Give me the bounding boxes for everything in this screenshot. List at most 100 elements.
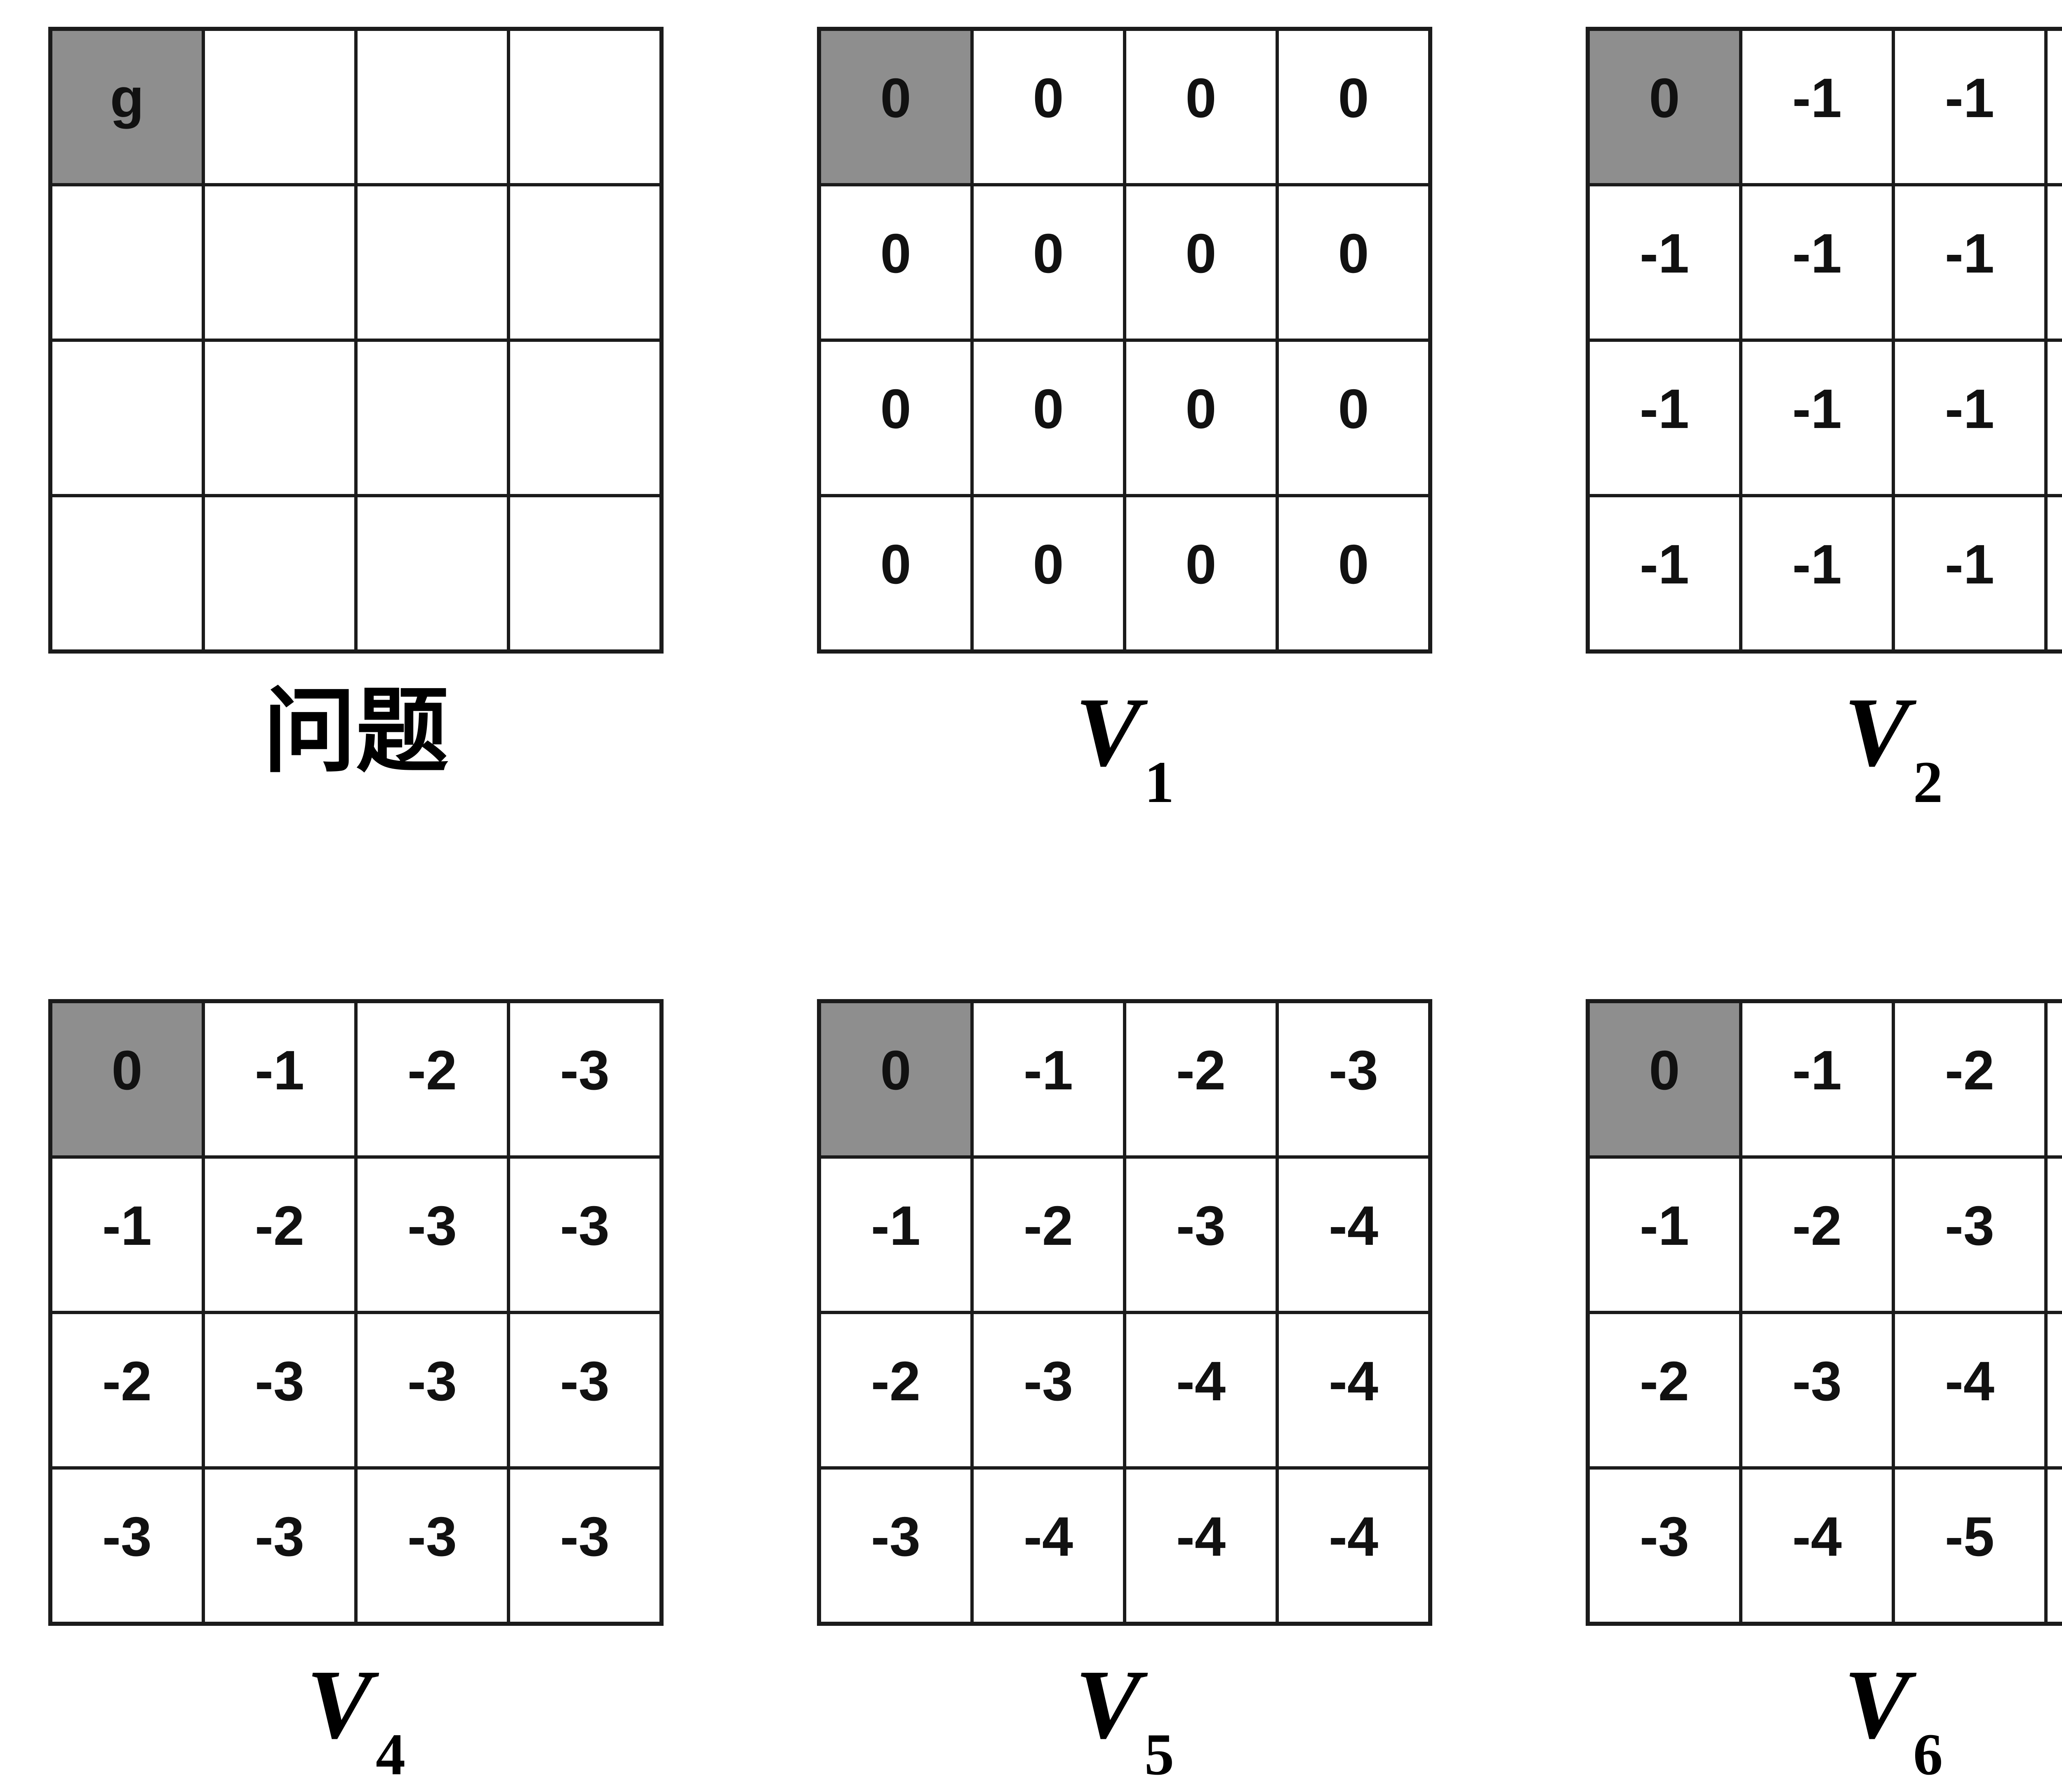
grid-cell: -1 bbox=[2048, 31, 2062, 183]
cell-value: -3 bbox=[560, 1039, 610, 1101]
grid-cell: -3 bbox=[205, 1470, 354, 1622]
cell-value: 0 bbox=[880, 67, 911, 129]
grid-cell bbox=[510, 497, 659, 649]
grid-cell bbox=[205, 186, 354, 339]
grid-cell: -1 bbox=[2048, 186, 2062, 339]
grid-cell bbox=[205, 31, 354, 183]
cell-value: 0 bbox=[1185, 533, 1217, 595]
v2-symbol: V bbox=[1843, 677, 1910, 787]
cell-value: 0 bbox=[1033, 67, 1064, 129]
cell-value: -2 bbox=[407, 1039, 457, 1101]
v6-symbol: V bbox=[1843, 1649, 1910, 1759]
grid-cell: -3 bbox=[510, 1314, 659, 1466]
grid-cell: -1 bbox=[1895, 186, 2044, 339]
grid-cell: -4 bbox=[1126, 1470, 1276, 1622]
cell-value: -3 bbox=[1023, 1350, 1073, 1412]
label-v5: V5 bbox=[817, 1651, 1432, 1787]
grid-cell bbox=[358, 31, 507, 183]
cell-value: 0 bbox=[1033, 378, 1064, 440]
cell-value: -2 bbox=[102, 1350, 152, 1412]
grid-cell: -5 bbox=[2048, 1314, 2062, 1466]
label-v4: V4 bbox=[48, 1649, 664, 1787]
grid-cell: -1 bbox=[1895, 342, 2044, 494]
grid-cell: -4 bbox=[1279, 1470, 1428, 1622]
cell-value: -3 bbox=[560, 1350, 610, 1412]
grid-cell bbox=[358, 186, 507, 339]
grid-cell: -3 bbox=[510, 1470, 659, 1622]
grid-cell bbox=[358, 497, 507, 649]
cell-value: -3 bbox=[102, 1505, 152, 1568]
cell-value: -4 bbox=[1023, 1505, 1073, 1568]
v4-subscript: 4 bbox=[376, 1722, 406, 1788]
grid-cell: -4 bbox=[1279, 1159, 1428, 1311]
grid-cell: -3 bbox=[1742, 1314, 1892, 1466]
grid-cell bbox=[510, 342, 659, 494]
cell-value: -1 bbox=[1792, 378, 1842, 440]
grid-cell: -2 bbox=[358, 1003, 507, 1155]
grid-cell: 0 bbox=[1126, 31, 1276, 183]
grid-cell: -2 bbox=[1590, 1314, 1739, 1466]
grid-cell: -3 bbox=[974, 1314, 1123, 1466]
grid-cell: -3 bbox=[821, 1470, 970, 1622]
v2-subscript: 2 bbox=[1913, 750, 1943, 816]
grid-cell: 0 bbox=[821, 186, 970, 339]
grid-cell bbox=[52, 497, 202, 649]
grid-cell: 0 bbox=[1126, 497, 1276, 649]
grid-cell: -3 bbox=[358, 1314, 507, 1466]
goal-cell: g bbox=[52, 31, 202, 183]
cell-value: -3 bbox=[560, 1505, 610, 1568]
goal-cell: 0 bbox=[821, 31, 970, 183]
grid-cell: -3 bbox=[1126, 1159, 1276, 1311]
grid-v5: 0-1-2-3-1-2-3-4-2-3-4-4-3-4-4-4 bbox=[817, 999, 1432, 1626]
cell-value: -2 bbox=[1792, 1195, 1842, 1257]
cell-value: -4 bbox=[1328, 1350, 1379, 1412]
cell-value: -1 bbox=[254, 1039, 305, 1101]
cell-value: -1 bbox=[871, 1195, 921, 1257]
grid-cell: -1 bbox=[1742, 497, 1892, 649]
grid-cell: -1 bbox=[1895, 31, 2044, 183]
cell-value: 0 bbox=[1033, 222, 1064, 285]
cell-value: -1 bbox=[1944, 67, 1995, 129]
grid-cell: -1 bbox=[821, 1159, 970, 1311]
grid-cell: 0 bbox=[821, 342, 970, 494]
goal-cell: 0 bbox=[1590, 1003, 1739, 1155]
cell-value: -1 bbox=[1792, 222, 1842, 285]
v1-subscript: 1 bbox=[1144, 750, 1175, 816]
figure-block-v5: 0-1-2-3-1-2-3-4-2-3-4-4-3-4-4-4 V5 bbox=[817, 999, 1432, 1787]
cell-value: -4 bbox=[1176, 1505, 1226, 1568]
cell-value: -3 bbox=[871, 1505, 921, 1568]
grid-cell: 0 bbox=[974, 31, 1123, 183]
cell-value: 0 bbox=[1185, 378, 1217, 440]
cell-value: -4 bbox=[1792, 1505, 1842, 1568]
cell-value: -3 bbox=[1639, 1505, 1690, 1568]
goal-cell: 0 bbox=[52, 1003, 202, 1155]
grid-cell: -3 bbox=[358, 1159, 507, 1311]
grid-cell: -2 bbox=[205, 1159, 354, 1311]
cell-value: -3 bbox=[1944, 1195, 1995, 1257]
grid-cell: -3 bbox=[1590, 1470, 1739, 1622]
cell-value: -1 bbox=[1639, 222, 1690, 285]
cell-value: -1 bbox=[1944, 222, 1995, 285]
cell-value: -5 bbox=[1944, 1505, 1995, 1568]
cell-value: 0 bbox=[880, 1039, 911, 1101]
grid-cell: -3 bbox=[1895, 1159, 2044, 1311]
cell-value: g bbox=[110, 67, 144, 129]
cell-value: 0 bbox=[1185, 222, 1217, 285]
grid-cell: -1 bbox=[205, 1003, 354, 1155]
grid-cell bbox=[52, 186, 202, 339]
figure-block-problem: g 问题 bbox=[48, 27, 664, 785]
grid-cell: 0 bbox=[974, 342, 1123, 494]
grid-cell: 0 bbox=[1126, 342, 1276, 494]
grid-cell: -1 bbox=[1590, 497, 1739, 649]
cell-value: -2 bbox=[1023, 1195, 1073, 1257]
grid-cell: -1 bbox=[1742, 31, 1892, 183]
cell-value: 0 bbox=[1338, 533, 1369, 595]
v4-symbol: V bbox=[306, 1649, 373, 1759]
grid-cell: 0 bbox=[974, 497, 1123, 649]
cell-value: -3 bbox=[407, 1350, 457, 1412]
grid-cell: -1 bbox=[52, 1159, 202, 1311]
grid-cell bbox=[510, 31, 659, 183]
cell-value: -1 bbox=[1792, 1039, 1842, 1101]
